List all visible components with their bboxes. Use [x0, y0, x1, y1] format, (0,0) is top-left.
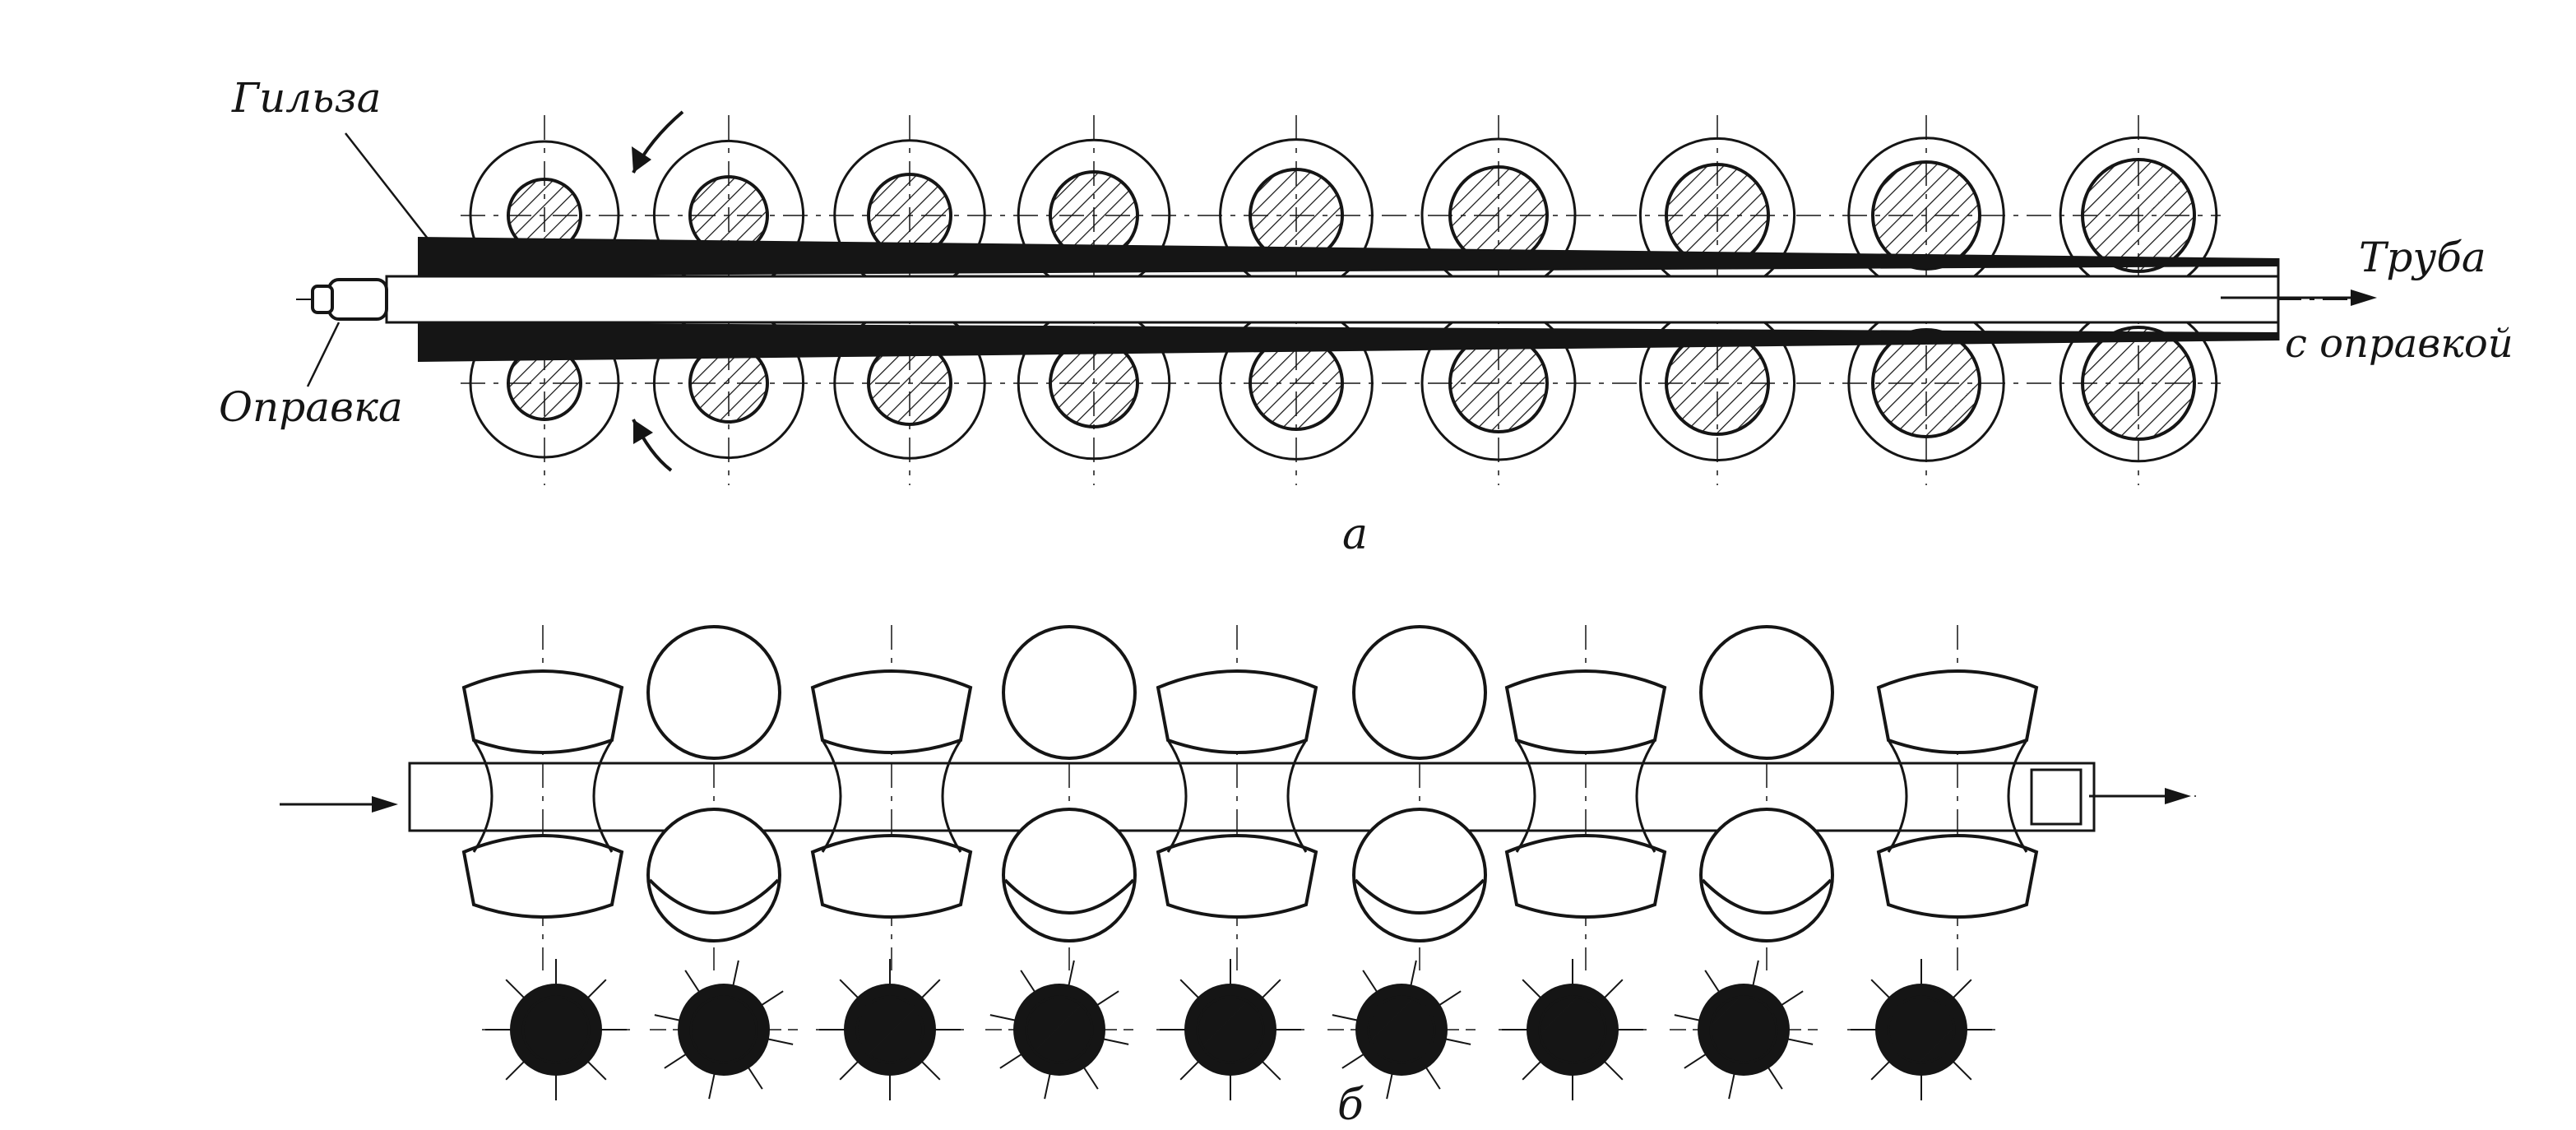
pipe-b-body	[408, 762, 2096, 832]
roll-b-1-left-flank	[472, 739, 493, 853]
roll-b-9-right-flank	[2007, 739, 2028, 853]
roll-b-7-upper-concave	[1504, 669, 1667, 754]
roll-b-8-lower-rim	[1701, 878, 1832, 915]
roll-b-9-upper-concave	[1876, 669, 2039, 754]
figure-b-caption: б	[1337, 1081, 1364, 1130]
mandrel-head	[327, 278, 388, 321]
sleeve-leader-line	[345, 132, 429, 239]
roll-b-2-lower-rim	[648, 878, 780, 915]
roll-b-3-lower-concave	[810, 834, 973, 919]
roll-b-4-lower-rim	[1003, 878, 1135, 915]
roll-b-2-lower-disc	[646, 808, 781, 942]
roll-b-2-upper-disc	[646, 625, 781, 760]
section-7-core	[1538, 995, 1607, 1064]
roll-b-9-lower-concave	[1876, 834, 2039, 919]
roll-b-3-left-flank	[821, 739, 842, 853]
rotation-arrow-upper-head	[632, 146, 651, 173]
roll-b-8-upper-disc	[1699, 625, 1834, 760]
roll-b-1-lower-concave	[461, 834, 624, 919]
pipe-label: Труба	[2359, 234, 2486, 281]
view-a-rolls	[296, 110, 2377, 485]
sleeve-label: Гильза	[232, 74, 382, 122]
section-4-core	[1025, 995, 1094, 1064]
roll-b-8-lower-disc	[1699, 808, 1834, 942]
exit-arrow-head	[2351, 289, 2377, 306]
roll-b-6-upper-disc	[1352, 625, 1487, 760]
roll-b-7-left-flank	[1515, 739, 1536, 853]
roll-b-4-upper-disc	[1002, 625, 1137, 760]
pipe-b-exit-end	[2030, 768, 2083, 826]
mandrel-label: Оправка	[219, 383, 403, 431]
figure-a-caption: а	[1342, 510, 1369, 559]
roll-b-6-lower-rim	[1354, 878, 1485, 915]
section-9-core	[1887, 995, 1956, 1064]
mandrel-leader-line	[306, 322, 341, 387]
sleeve-lower-wall	[418, 322, 2278, 362]
roll-b-4-lower-disc	[1002, 808, 1137, 942]
roll-b-3-upper-concave	[810, 669, 973, 754]
section-3-core	[855, 995, 924, 1064]
section-1-core	[521, 995, 591, 1064]
with-mandrel-label: с оправкой	[2285, 321, 2513, 367]
roll-b-7-right-flank	[1635, 739, 1656, 853]
section-2-core	[689, 995, 758, 1064]
roll-b-9-left-flank	[1887, 739, 1908, 853]
roll-b-5-right-flank	[1286, 739, 1308, 853]
section-6-core	[1367, 995, 1436, 1064]
rotation-arrow-lower-head	[633, 419, 653, 444]
mandrel-rod	[385, 275, 2280, 324]
roll-b-7-lower-concave	[1504, 834, 1667, 919]
section-5-core	[1196, 995, 1265, 1064]
roll-b-1-upper-concave	[461, 669, 624, 754]
sleeve-upper-wall	[418, 237, 2278, 276]
mandrel-tip	[311, 285, 334, 314]
roll-b-3-right-flank	[941, 739, 962, 853]
roll-b-5-lower-concave	[1156, 834, 1318, 919]
section-8-core	[1709, 995, 1778, 1064]
exit-b-arrow-head	[2165, 788, 2191, 804]
view-b-rolls	[280, 625, 2196, 970]
roll-b-6-lower-disc	[1352, 808, 1487, 942]
view-b-cross-sections	[482, 959, 1995, 1100]
roll-b-5-left-flank	[1166, 739, 1188, 853]
entry-arrow-head	[372, 796, 398, 813]
roll-b-1-right-flank	[592, 739, 614, 853]
roll-b-5-upper-concave	[1156, 669, 1318, 754]
